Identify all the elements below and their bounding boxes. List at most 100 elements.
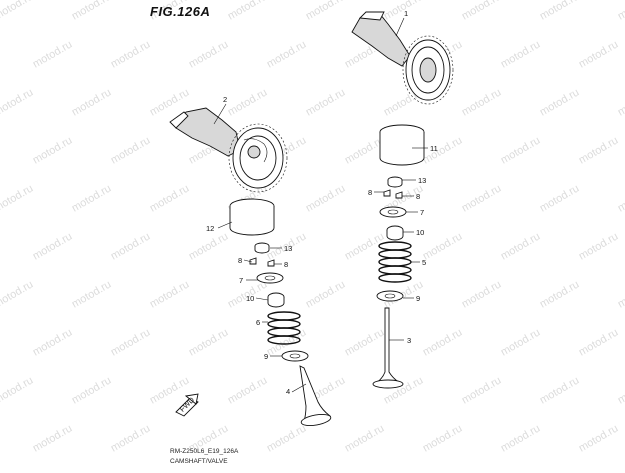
watermark-text: motod.ru xyxy=(499,134,543,166)
watermark-text: motod.ru xyxy=(226,0,270,23)
callout-8b: 8 xyxy=(416,192,420,201)
watermark-text: motod.ru xyxy=(0,86,35,118)
watermark-text: motod.ru xyxy=(421,230,465,262)
watermark-text: motod.ru xyxy=(616,278,625,310)
callout-6: 6 xyxy=(256,318,260,327)
watermark-text: motod.ru xyxy=(148,278,192,310)
watermark-text: motod.ru xyxy=(304,182,348,214)
callout-7a: 7 xyxy=(420,208,424,217)
watermark-text: motod.ru xyxy=(460,86,504,118)
watermark-text: motod.ru xyxy=(265,422,309,454)
watermark-text: motod.ru xyxy=(226,374,270,406)
watermark-layer: motod.ru motod.ru motod.ru motod.ru motod.ru… xyxy=(0,0,625,455)
watermark-text: motod.ru xyxy=(304,278,348,310)
callout-5: 5 xyxy=(422,258,426,267)
watermark-text: motod.ru xyxy=(109,38,153,70)
callout-10b: 10 xyxy=(246,294,254,303)
callout-7b: 7 xyxy=(239,276,243,285)
watermark-text: motod.ru xyxy=(577,422,621,454)
watermark-text: motod.ru xyxy=(265,38,309,70)
watermark-text: motod.ru xyxy=(421,326,465,358)
watermark-text: motod.ru xyxy=(70,374,114,406)
watermark-text: motod.ru xyxy=(499,422,543,454)
callout-13a: 13 xyxy=(418,176,426,185)
watermark-text: motod.ru xyxy=(421,134,465,166)
watermark-text: motod.ru xyxy=(616,182,625,214)
watermark-text: motod.ru xyxy=(538,278,582,310)
watermark-text: motod.ru xyxy=(460,374,504,406)
callout-13b: 13 xyxy=(284,244,292,253)
callout-1: 1 xyxy=(404,9,408,18)
watermark-text: motod.ru xyxy=(538,0,582,23)
watermark-text: motod.ru xyxy=(109,230,153,262)
watermark-text: motod.ru xyxy=(577,134,621,166)
watermark-text: motod.ru xyxy=(577,326,621,358)
watermark-text: motod.ru xyxy=(0,278,35,310)
watermark-text: motod.ru xyxy=(460,182,504,214)
leader-lines xyxy=(213,17,428,393)
watermark-text: motod.ru xyxy=(499,230,543,262)
watermark-text: motod.ru xyxy=(148,182,192,214)
watermark-text: motod.ru xyxy=(499,326,543,358)
watermark-text: motod.ru xyxy=(460,278,504,310)
valve-train-right[interactable] xyxy=(372,176,412,389)
watermark-text: motod.ru xyxy=(187,38,231,70)
callout-4: 4 xyxy=(286,387,290,396)
watermark-text: motod.ru xyxy=(187,230,231,262)
watermark-text: motod.ru xyxy=(0,182,35,214)
watermark-text: motod.ru xyxy=(304,0,348,23)
watermark-text: motod.ru xyxy=(187,326,231,358)
watermark-text: motod.ru xyxy=(538,86,582,118)
watermark-text: motod.ru xyxy=(0,374,35,406)
watermark-text: motod.ru xyxy=(343,422,387,454)
watermark-text: motod.ru xyxy=(0,0,35,23)
callout-12: 12 xyxy=(206,224,214,233)
callout-8c: 8 xyxy=(238,256,242,265)
watermark-text: motod.ru xyxy=(538,374,582,406)
callout-8a: 8 xyxy=(368,188,372,197)
tappet-right[interactable] xyxy=(379,124,425,166)
valve-train-left[interactable] xyxy=(249,242,332,428)
watermark-text: motod.ru xyxy=(538,182,582,214)
callout-9b: 9 xyxy=(264,352,268,361)
watermark-text: motod.ru xyxy=(31,134,75,166)
callout-10a: 10 xyxy=(416,228,424,237)
callout-3: 3 xyxy=(407,336,411,345)
fwd-arrow-icon: FWD xyxy=(175,393,199,417)
watermark-text: motod.ru xyxy=(31,38,75,70)
camshaft-intake[interactable] xyxy=(169,107,288,193)
watermark-text: motod.ru xyxy=(460,0,504,23)
watermark-text: motod.ru xyxy=(109,134,153,166)
watermark-text: motod.ru xyxy=(616,86,625,118)
watermark-text: motod.ru xyxy=(616,374,625,406)
watermark-text: motod.ru xyxy=(31,230,75,262)
figure-title: FIG.126A xyxy=(150,4,211,19)
watermark-text: motod.ru xyxy=(616,0,625,23)
watermark-text: motod.ru xyxy=(70,182,114,214)
watermark-text: motod.ru xyxy=(70,0,114,23)
watermark-text: motod.ru xyxy=(343,326,387,358)
callout-8d: 8 xyxy=(284,260,288,269)
callout-11: 11 xyxy=(430,144,438,153)
watermark-text: motod.ru xyxy=(577,38,621,70)
camshaft-exhaust[interactable] xyxy=(351,11,454,105)
callout-9a: 9 xyxy=(416,294,420,303)
watermark-text: motod.ru xyxy=(109,326,153,358)
watermark-text: motod.ru xyxy=(109,422,153,454)
watermark-text: motod.ru xyxy=(499,38,543,70)
callout-2: 2 xyxy=(223,95,227,104)
watermark-text: motod.ru xyxy=(421,422,465,454)
footer-code: RM-Z250L6_E19_126A xyxy=(170,448,239,455)
tappet-left[interactable] xyxy=(229,198,275,236)
watermark-text: motod.ru xyxy=(577,230,621,262)
callout-labels: 1 2 3 4 5 6 7 7 8 8 8 8 9 9 10 10 11 12 … xyxy=(206,9,438,396)
watermark-text: motod.ru xyxy=(226,86,270,118)
watermark-text: motod.ru xyxy=(304,86,348,118)
watermark-text: motod.ru xyxy=(31,326,75,358)
watermark-text: motod.ru xyxy=(70,86,114,118)
watermark-text: motod.ru xyxy=(70,278,114,310)
watermark-text: motod.ru xyxy=(31,422,75,454)
footer-caption: CAMSHAFT/VALVE xyxy=(170,458,228,465)
